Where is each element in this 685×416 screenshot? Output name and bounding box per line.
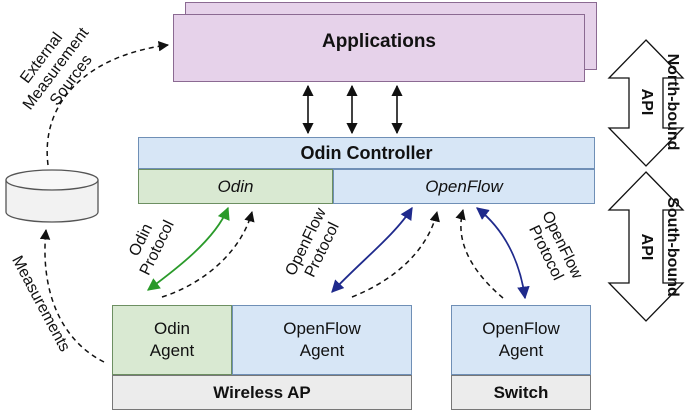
south-api-text: API (638, 233, 655, 261)
switch-box: Switch (451, 375, 591, 410)
odin-agent-line1: Odin (154, 318, 190, 338)
controller-openflow-label: OpenFlow (425, 176, 503, 196)
openflow-ap-dashed-arrow (351, 210, 440, 298)
database-icon (5, 169, 99, 223)
north-api-label: API (637, 82, 655, 122)
north-bound-text: North-bound (664, 53, 681, 151)
openflow-ap-protocol-arrow (331, 206, 413, 293)
applications-box: Applications (173, 14, 585, 82)
ap-openflow-agent-box: OpenFlow Agent (232, 305, 412, 375)
ap-openflow-agent-line1: OpenFlow (283, 318, 361, 338)
south-bound-api-arrow (607, 171, 685, 322)
odin-agent-box: Odin Agent (112, 305, 232, 375)
north-bound-label: North-bound (663, 42, 681, 162)
north-bound-api-arrow (607, 39, 685, 167)
odin-controller-box: Odin Controller (138, 137, 595, 169)
switch-openflow-agent-line1: OpenFlow (482, 318, 560, 338)
wireless-ap-label: Wireless AP (213, 382, 311, 402)
odin-measure-dashed-arrow (161, 210, 255, 298)
controller-odin-label: Odin (217, 176, 254, 196)
openflow-switch-protocol-arrow (476, 207, 530, 300)
switch-label: Switch (493, 382, 549, 402)
north-api-text: API (638, 88, 655, 116)
openflow-switch-dashed-arrow (455, 208, 504, 299)
odin-controller-label: Odin Controller (300, 142, 433, 163)
switch-openflow-agent-box: OpenFlow Agent (451, 305, 591, 375)
odin-protocol-arrow (146, 206, 230, 291)
south-api-label: API (637, 227, 655, 267)
external-sources-arrow (46, 40, 170, 166)
south-bound-text: South-bound (664, 197, 681, 297)
switch-openflow-agent-line2: Agent (498, 341, 544, 360)
controller-openflow-section: OpenFlow (333, 169, 595, 204)
wireless-ap-box: Wireless AP (112, 375, 412, 410)
applications-label: Applications (321, 31, 436, 52)
odin-agent-line2: Agent (149, 341, 195, 360)
controller-odin-section: Odin (138, 169, 333, 204)
ap-openflow-agent-line2: Agent (299, 341, 345, 360)
south-bound-label: South-bound (663, 187, 681, 307)
